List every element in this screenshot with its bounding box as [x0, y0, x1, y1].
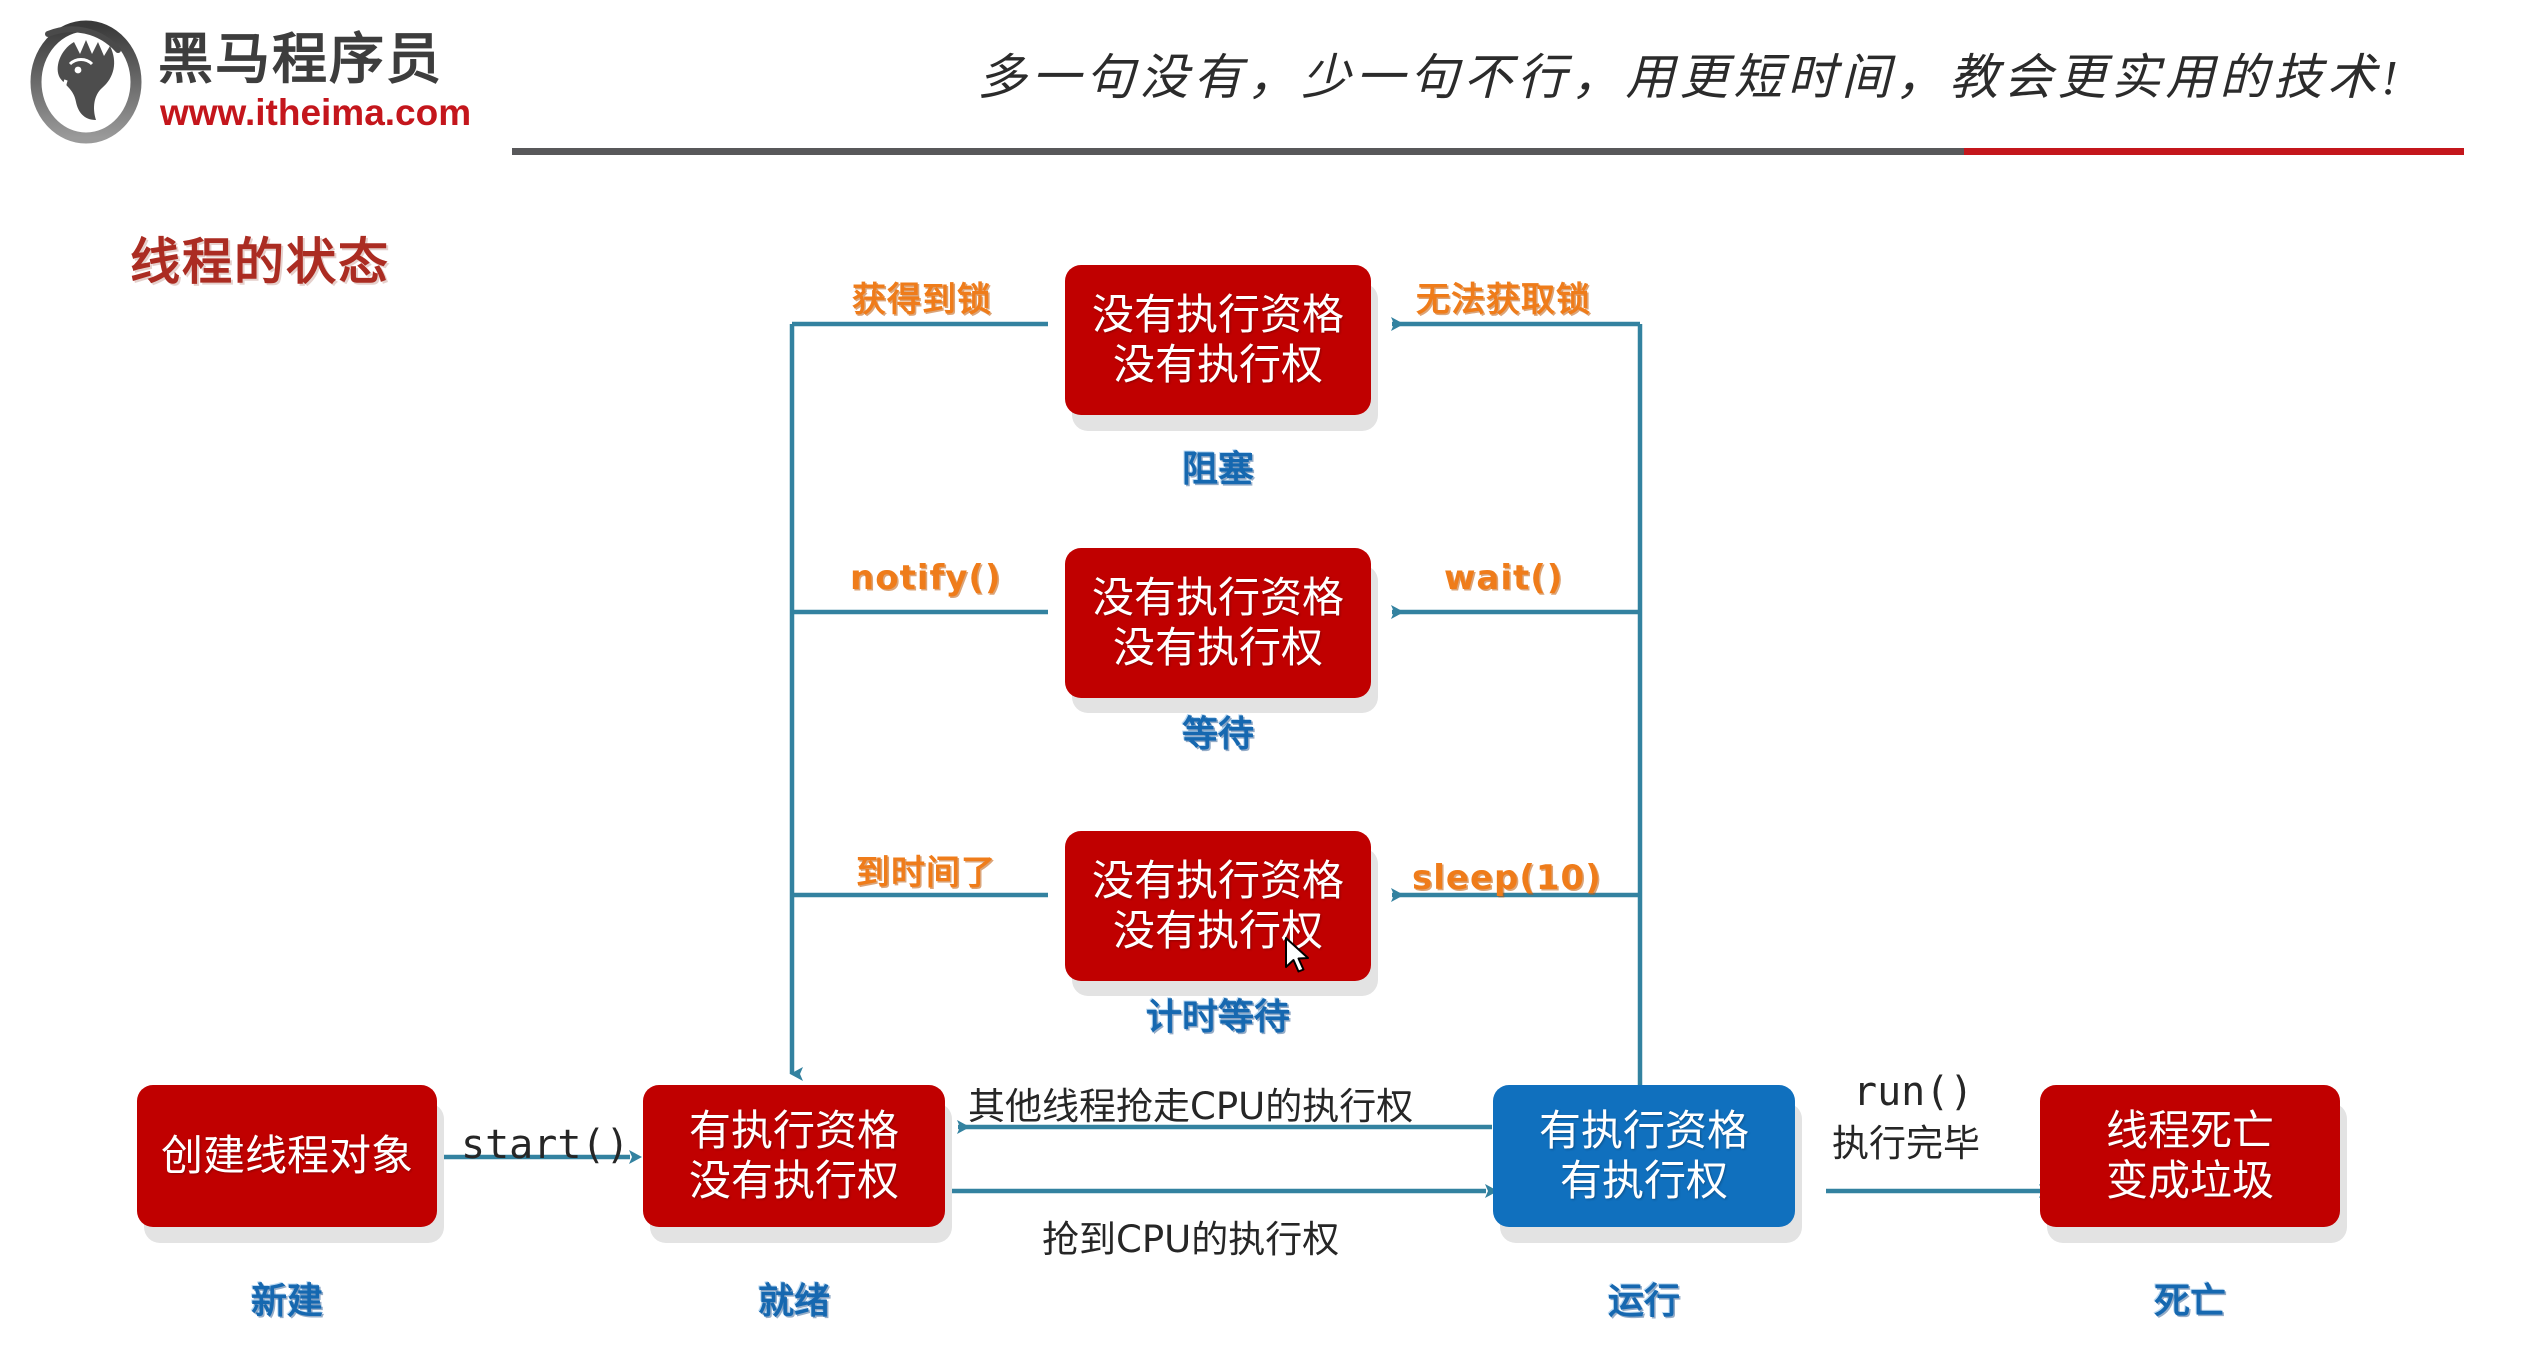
node-new: 创建线程对象	[137, 1085, 437, 1227]
state-label-dead: 死亡	[2153, 1281, 2226, 1322]
node-runnable-line-1: 有执行资格	[688, 1106, 899, 1156]
node-running-line-1: 有执行资格	[1538, 1106, 1749, 1156]
node-blocked: 没有执行资格 没有执行权	[1065, 265, 1371, 415]
edge-label-start: start()	[461, 1122, 630, 1168]
state-label-blocked: 阻塞	[1181, 449, 1254, 490]
edge-label-waiting-out: notify()	[850, 558, 1002, 598]
node-timed-waiting-line-1: 没有执行资格	[1091, 856, 1344, 906]
edge-label-blocked-out: 获得到锁	[852, 280, 992, 320]
node-runnable: 有执行资格 没有执行权	[643, 1085, 945, 1227]
node-dead-line-1: 线程死亡	[2105, 1106, 2274, 1156]
node-dead-line-2: 变成垃圾	[2105, 1156, 2274, 1205]
node-timed-waiting: 没有执行资格 没有执行权	[1065, 831, 1371, 981]
page-title: 线程的状态	[130, 233, 390, 291]
state-label-runnable: 就绪	[757, 1281, 830, 1322]
brand-url: www.itheima.com	[160, 92, 472, 133]
header-rule-gray	[512, 148, 1964, 155]
slogan-text: 多一句没有，少一句不行，用更短时间，教会更实用的技术!	[977, 50, 2403, 105]
state-label-timed-waiting: 计时等待	[1145, 997, 1290, 1038]
edge-label-acquired: 抢到CPU的执行权	[1042, 1218, 1340, 1261]
node-dead: 线程死亡 变成垃圾	[2040, 1085, 2340, 1227]
itheima-horse-logo-icon	[30, 20, 142, 144]
header-rule-red	[1964, 148, 2464, 155]
edge-label-waiting-in: wait()	[1444, 558, 1564, 598]
node-waiting-line-2: 没有执行权	[1112, 623, 1323, 672]
node-running-line-2: 有执行权	[1559, 1156, 1728, 1205]
mouse-cursor-icon	[1285, 937, 1309, 973]
slide-header: 黑马程序员 www.itheima.com 多一句没有，少一句不行，用更短时间，…	[0, 0, 2522, 170]
edge-label-preempted: 其他线程抢走CPU的执行权	[968, 1085, 1414, 1128]
node-runnable-line-2: 没有执行权	[688, 1156, 899, 1205]
node-blocked-line-1: 没有执行资格	[1091, 290, 1344, 340]
state-label-running: 运行	[1607, 1281, 1680, 1322]
edge-label-timed-in: sleep(10)	[1412, 858, 1602, 898]
brand-name-cn: 黑马程序员	[158, 27, 444, 91]
edge-label-timed-out: 到时间了	[856, 853, 996, 893]
edge-label-blocked-in: 无法获取锁	[1416, 280, 1591, 320]
node-running: 有执行资格 有执行权	[1493, 1085, 1795, 1227]
node-waiting: 没有执行资格 没有执行权	[1065, 548, 1371, 698]
node-waiting-line-1: 没有执行资格	[1091, 573, 1344, 623]
edge-label-finish-run: run()	[1853, 1069, 1974, 1115]
state-label-new: 新建	[250, 1281, 323, 1322]
node-new-line-1: 创建线程对象	[160, 1131, 413, 1181]
state-label-waiting: 等待	[1181, 714, 1254, 755]
node-blocked-line-2: 没有执行权	[1112, 340, 1323, 389]
edge-label-finish-complete: 执行完毕	[1832, 1122, 1980, 1165]
